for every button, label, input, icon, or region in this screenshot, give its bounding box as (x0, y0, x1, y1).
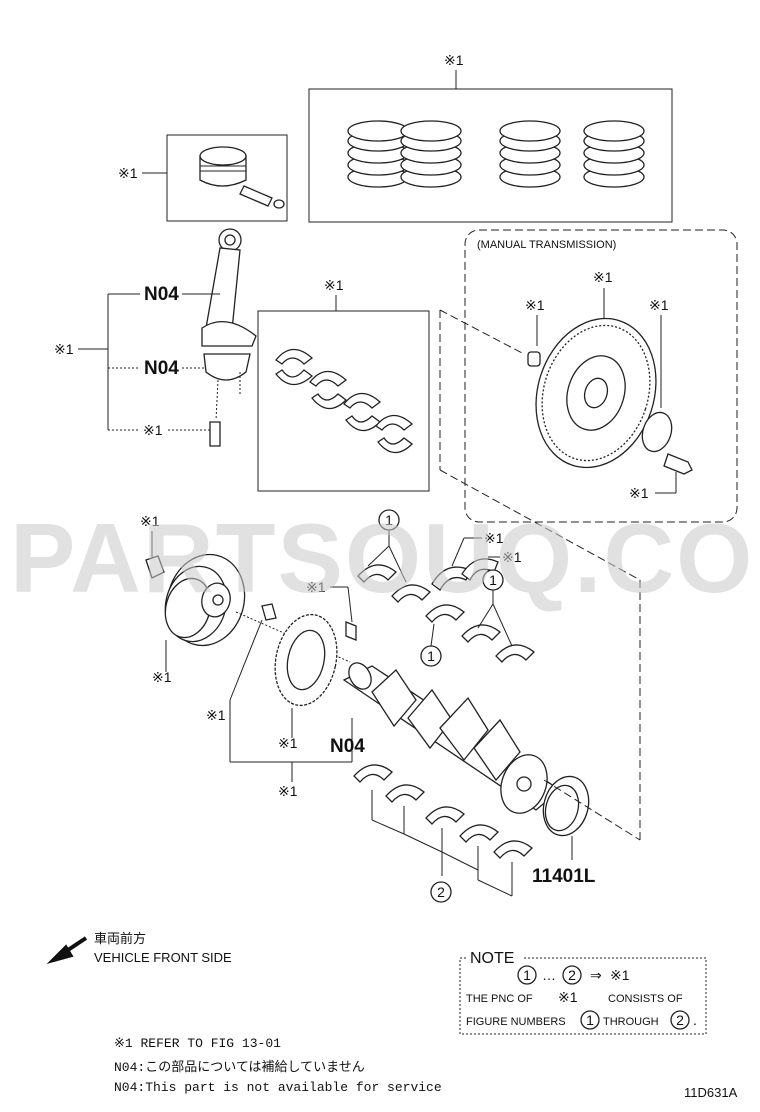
manual-transmission-label: (MANUAL TRANSMISSION) (477, 239, 616, 251)
callout-1-right-text: 1 (489, 572, 497, 588)
ref-mark-rod-group: ※1 (54, 341, 74, 357)
ref-mark-crank-group: ※1 (278, 783, 298, 799)
footer-n04-jp: N04:この部品については補給していません (114, 1060, 365, 1075)
ref-mark-key: ※1 (306, 579, 326, 595)
main-bearings-lower-illustration (353, 764, 533, 859)
ref-mark-sprocket-bolt: ※1 (206, 707, 226, 723)
note-line3-a: FIGURE NUMBERS (466, 1016, 566, 1028)
front-label-jp: 車両前方 (94, 931, 146, 946)
piston-illustration (199, 146, 285, 209)
note-line3-circle-2 (670, 1010, 690, 1030)
front-label-en: VEHICLE FRONT SIDE (94, 950, 232, 965)
ref-mark-flywheel-nut: ※1 (525, 297, 545, 313)
ref-mark-rod-bearings: ※1 (324, 277, 344, 293)
connecting-rod-illustration (201, 228, 257, 447)
part-number-11401l: 11401L (532, 866, 596, 887)
footer-refer: ※1 REFER TO FIG 13-01 (114, 1036, 281, 1051)
callout-1-top-text: 1 (385, 512, 393, 528)
n04-label-rod: N04 (144, 284, 179, 305)
crankshaft-illustration (342, 662, 562, 814)
footer-n04-en: N04:This part is not available for servi… (114, 1080, 442, 1095)
callout-2-text: 2 (437, 884, 445, 900)
note-box (459, 957, 707, 1035)
ref-mark-flywheel-plate: ※1 (649, 297, 669, 313)
timing-sprocket-illustration (261, 603, 357, 707)
ref-mark-rings: ※1 (444, 52, 464, 68)
flywheel-illustration (527, 317, 693, 475)
front-direction-arrow-icon (46, 936, 88, 964)
ref-mark-flywheel-bolt: ※1 (629, 485, 649, 501)
piston-rings-illustration (347, 120, 645, 188)
ref-mark-thrust-2: ※1 (502, 549, 522, 565)
piston-ring-set-box (308, 88, 673, 223)
note-range-sep: … (542, 967, 556, 983)
manual-transmission-box (464, 229, 738, 523)
note-ref-mark: ※1 (610, 967, 630, 983)
n04-label-cap: N04 (144, 358, 179, 379)
piston-box (166, 134, 288, 222)
n04-label-crank: N04 (330, 736, 365, 757)
note-circle-1 (517, 965, 537, 985)
ref-mark-piston: ※1 (118, 165, 138, 181)
crank-pulley-illustration (145, 553, 246, 647)
note-line3-b: THROUGH (603, 1016, 659, 1028)
main-bearings-upper-illustration (357, 558, 535, 663)
callout-2 (430, 881, 452, 903)
note-line2-a: THE PNC OF (466, 993, 533, 1005)
ref-mark-rod-bolt: ※1 (143, 422, 163, 438)
note-line3-circle-1-text: 1 (586, 1012, 594, 1028)
ref-mark-pulley: ※1 (152, 669, 172, 685)
note-circle-2 (562, 965, 582, 985)
note-line2-b: CONSISTS OF (608, 993, 683, 1005)
rod-bearings-illustration (275, 348, 414, 454)
note-arrow: ⇒ (590, 967, 602, 983)
note-circle-2-text: 2 (568, 967, 576, 983)
ref-mark-pulley-bolt: ※1 (140, 513, 160, 529)
ref-mark-thrust-1: ※1 (484, 530, 504, 546)
figure-code: 11D631A (684, 1085, 738, 1100)
note-title: NOTE (470, 950, 514, 967)
note-circle-1-text: 1 (523, 967, 531, 983)
callout-1-left-text: 1 (427, 648, 435, 664)
note-line3-circle-1 (580, 1010, 600, 1030)
note-line3-end: . (693, 1012, 697, 1028)
note-line3-circle-2-text: 2 (676, 1012, 684, 1028)
note-line2-mark: ※1 (558, 989, 578, 1005)
ref-mark-sprocket: ※1 (278, 735, 298, 751)
ref-mark-flywheel: ※1 (593, 269, 613, 285)
rod-bearing-box (257, 310, 430, 492)
watermark: PARTSOUQ.COM (10, 503, 760, 613)
